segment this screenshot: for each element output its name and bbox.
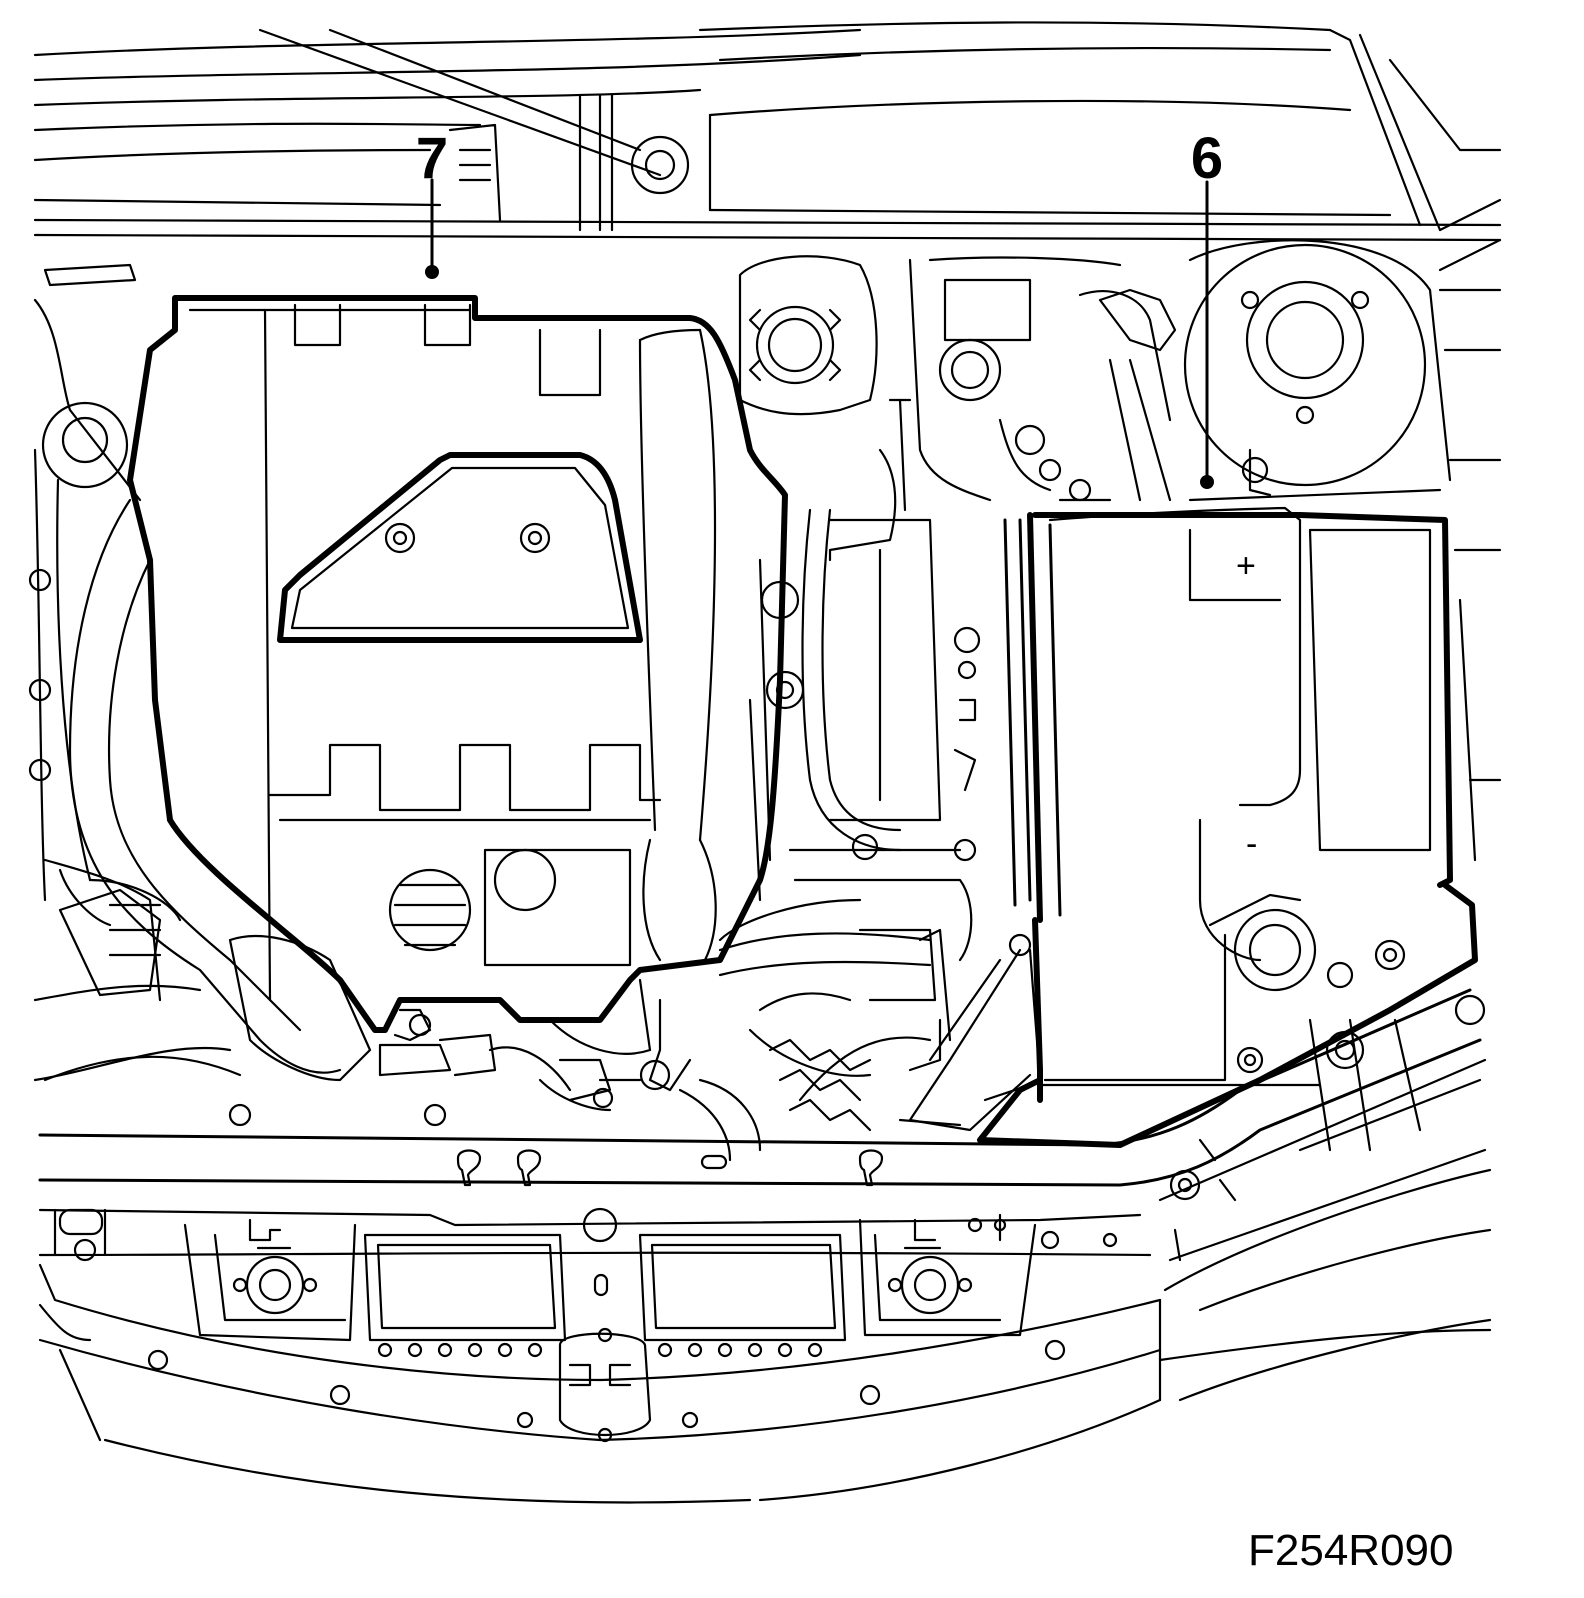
- engine-cover: [127, 295, 788, 1033]
- callout-6-label: 6: [1191, 126, 1223, 191]
- reservoir-caps: [738, 255, 1272, 502]
- front-crossmember: [38, 988, 1487, 1262]
- front-panel: [38, 1168, 1492, 1504]
- intake-hose: [43, 498, 372, 1082]
- air-duct: [898, 948, 1042, 1132]
- battery: + -: [977, 506, 1478, 1148]
- figure-id: F254R090: [1248, 1526, 1453, 1575]
- callout-leaders: [425, 178, 1214, 489]
- windscreen-cowl: [33, 21, 1502, 272]
- left-side-structure: [28, 263, 232, 1082]
- callout-7-label: 7: [416, 126, 448, 191]
- strut-tower: [1183, 239, 1502, 862]
- battery-negative-mark: -: [1246, 825, 1257, 863]
- middle-hoses: [378, 398, 1032, 1162]
- battery-positive-mark: +: [1236, 547, 1256, 585]
